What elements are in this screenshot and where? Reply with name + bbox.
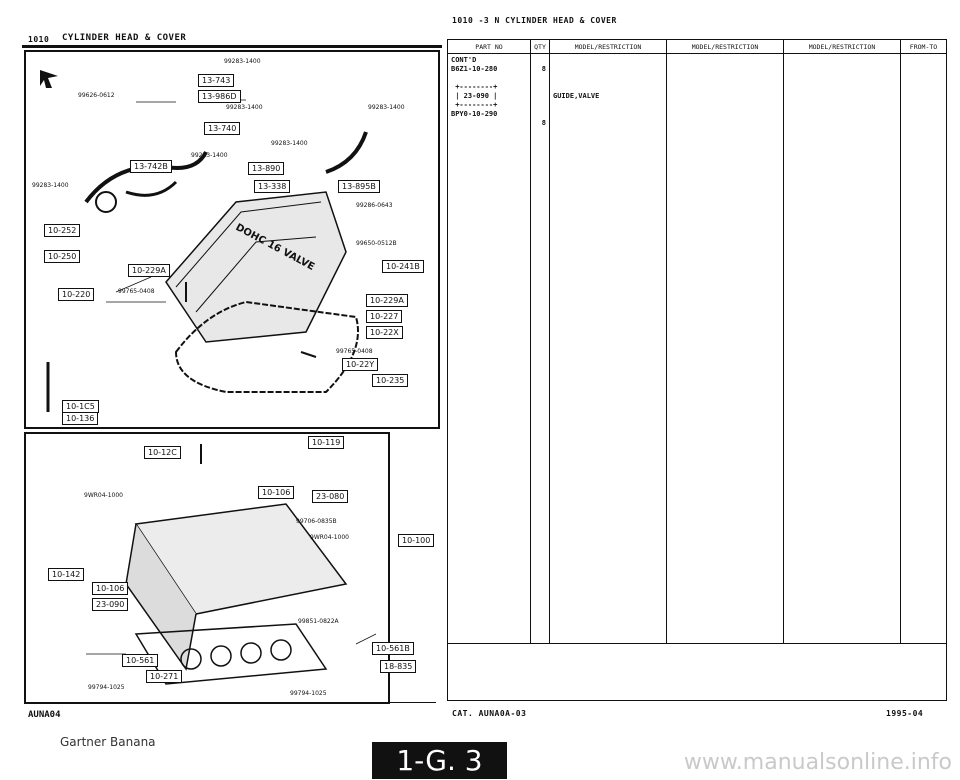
ref-label: 10-106 (258, 486, 295, 499)
col-header-model-3: MODEL/RESTRICTION (783, 39, 901, 54)
ref-label: 10-136 (62, 412, 99, 425)
part-label: 99794-1025 (290, 690, 327, 697)
table-header-row: PART NO QTY MODEL/RESTRICTION MODEL/REST… (447, 39, 947, 54)
col-header-from-to: FROM-TO (900, 39, 947, 54)
qty-cell: 8 8 (530, 53, 550, 644)
cylinder-head-cover-diagram: 99283-1400 99626-0612 99283-1400 99283-1… (24, 50, 440, 429)
ref-label: 13-742B (130, 160, 172, 173)
section-code: 1010 (28, 35, 50, 44)
part-label: 99283-1400 (32, 182, 69, 189)
ref-label: 10-22Y (342, 358, 379, 371)
ref-label: 10-220 (58, 288, 95, 301)
ref-label: 23-090 (92, 598, 129, 611)
part-label: 99283-1400 (191, 152, 228, 159)
ref-label: 23-080 (312, 490, 349, 503)
ref-label: 10-22X (366, 326, 403, 339)
model-cell (783, 53, 901, 644)
ref-label: 13-743 (198, 74, 235, 87)
part-label: 99765-0408 (336, 348, 373, 355)
part-label: 99765-0408 (118, 288, 155, 295)
part-label: 9WR04-1000 (310, 534, 349, 541)
table-footer-cell (447, 642, 947, 702)
part-label: 99283-1400 (368, 104, 405, 111)
footer-left-code: AUNA04 (28, 710, 61, 720)
ref-label: 13-986D (198, 90, 241, 103)
ref-label: 13-740 (204, 122, 241, 135)
ref-label: 13-895B (338, 180, 380, 193)
description-cell: GUIDE,VALVE (549, 53, 667, 644)
page-top-title: 1010 -3 N CYLINDER HEAD & COVER (452, 16, 617, 25)
table-row: CONT'D B6Z1-10-280 +--------+ | 23-090 |… (447, 53, 947, 644)
part-label: 99283-1400 (271, 140, 308, 147)
ref-label: 10-100 (398, 534, 435, 547)
part-label: 99283-1400 (226, 104, 263, 111)
catalog-code: CAT. AUNA0A-03 (452, 709, 527, 718)
model-cell (666, 53, 784, 644)
part-label: 99626-0612 (78, 92, 115, 99)
from-to-cell (900, 53, 947, 644)
col-header-model-1: MODEL/RESTRICTION (549, 39, 667, 54)
header-rule (22, 45, 442, 48)
ref-label: 10-227 (366, 310, 403, 323)
footer-rule (24, 702, 436, 703)
part-label: 99706-0835B (296, 518, 337, 525)
ref-label: 10-229A (366, 294, 408, 307)
col-header-model-2: MODEL/RESTRICTION (666, 39, 784, 54)
table-footer-row (447, 642, 947, 702)
ref-label: 10-250 (44, 250, 81, 263)
site-watermark: www.manualsonline.info (683, 750, 952, 775)
part-label: 9WR04-1000 (84, 492, 123, 499)
col-header-part-no: PART NO (447, 39, 531, 54)
head-illustration (86, 444, 377, 685)
direction-arrow-icon (38, 68, 60, 90)
ref-label: 10-271 (146, 670, 183, 683)
part-label: 99286-0643 (356, 202, 393, 209)
ref-label: 13-890 (248, 162, 285, 175)
ref-label: 10-119 (308, 436, 345, 449)
ref-label: 10-241B (382, 260, 424, 273)
page-number: 1-G. 3 (372, 742, 507, 779)
ref-label: 18-835 (380, 660, 417, 673)
catalog-date: 1995-04 (886, 709, 924, 718)
watermark-text: Gartner Banana (60, 735, 156, 749)
part-label: 99650-0512B (356, 240, 397, 247)
ref-label: 10-561 (122, 654, 159, 667)
cylinder-head-diagram: 10-12C 10-119 10-106 23-080 10-100 10-14… (24, 432, 435, 704)
ref-label: 13-338 (254, 180, 291, 193)
ref-label: 10-12C (144, 446, 181, 459)
ref-label: 10-229A (128, 264, 170, 277)
part-label: 99283-1400 (224, 58, 261, 65)
part-label: 99851-0822A (298, 618, 339, 625)
col-header-qty: QTY (530, 39, 550, 54)
ref-label: 10-561B (372, 642, 414, 655)
section-title: CYLINDER HEAD & COVER (62, 33, 187, 43)
part-no-cell: CONT'D B6Z1-10-280 +--------+ | 23-090 |… (447, 53, 531, 644)
part-label: 99794-1025 (88, 684, 125, 691)
ref-label: 10-106 (92, 582, 129, 595)
ref-label: 10-142 (48, 568, 85, 581)
ref-label: 10-235 (372, 374, 409, 387)
ref-label: 10-252 (44, 224, 81, 237)
parts-table: PART NO QTY MODEL/RESTRICTION MODEL/REST… (447, 39, 947, 702)
